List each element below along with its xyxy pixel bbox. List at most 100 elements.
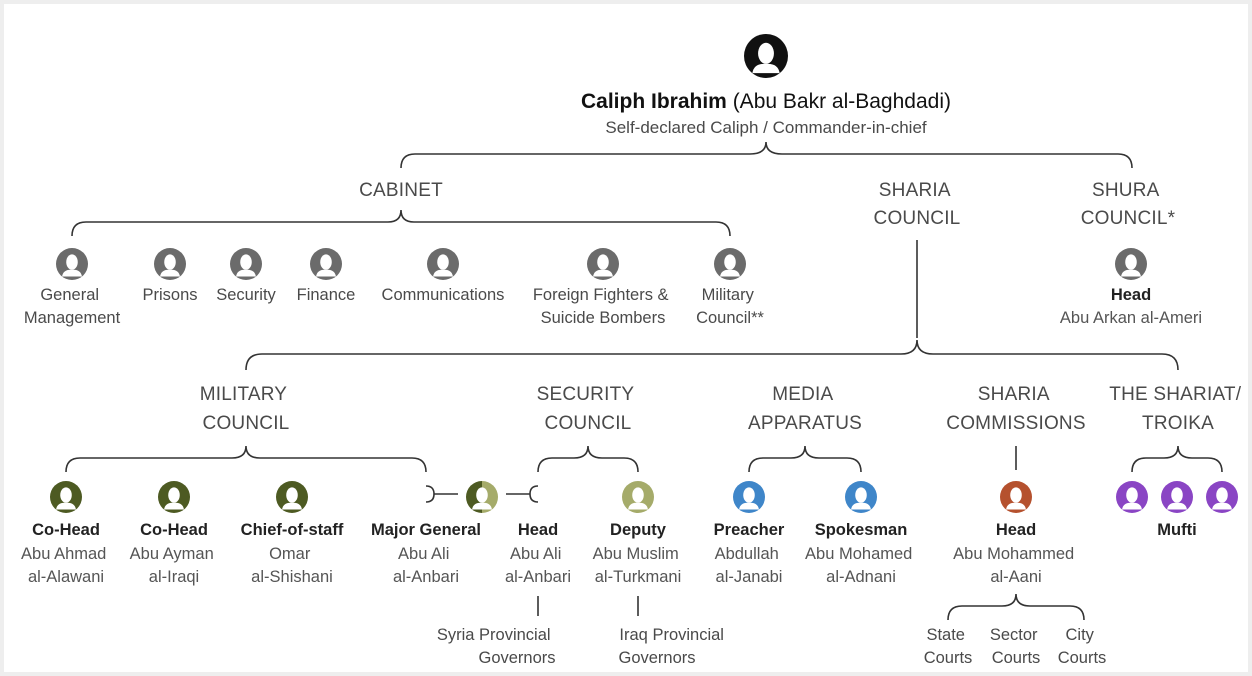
name-line: Abu Mohammed <box>953 545 1074 563</box>
troika-icon-3 <box>1206 481 1238 513</box>
syria-governors: Syria Provincial Governors <box>437 626 556 667</box>
major-general-role: Major General <box>371 521 481 539</box>
cabinet-icon-general-management <box>56 248 88 280</box>
security-deputy-name: Abu Muslim al-Turkmani <box>593 545 684 586</box>
name-line: Abu Mohamed <box>805 545 912 563</box>
military-council-header: MILITARY COUNCIL <box>200 384 293 434</box>
sharia-commissions-header-line-1: SHARIA <box>978 384 1050 405</box>
commissions-head-icon <box>1000 481 1032 513</box>
media-apparatus-header-line-2: APPARATUS <box>748 413 862 434</box>
leader-subtitle: Self-declared Caliph / Commander-in-chie… <box>605 118 927 137</box>
name-line: al-Alawani <box>28 568 104 586</box>
security-head-role: Head <box>518 521 558 539</box>
sharia-council-bracket <box>245 339 1179 371</box>
name-line: Abu Ayman <box>130 545 214 563</box>
sharia-council-header-line-1: SHARIA <box>879 180 951 201</box>
preacher-icon <box>733 481 765 513</box>
courts-line: Courts <box>1058 649 1107 667</box>
military-council-header-line-2: COUNCIL <box>203 413 290 434</box>
major-general-connector-right <box>506 485 539 503</box>
security-deputy-role: Deputy <box>610 521 667 539</box>
state-courts: State Courts <box>924 626 973 667</box>
cabinet-member-communications: Communications <box>382 286 505 304</box>
courts-line: State <box>926 626 965 644</box>
sharia-commissions-header-line-2: COMMISSIONS <box>946 413 1085 434</box>
shariat-troika-bracket <box>1131 445 1223 473</box>
name-line: al-Aani <box>990 568 1041 586</box>
spokesman-icon <box>845 481 877 513</box>
media-apparatus-header: MEDIA APPARATUS <box>748 384 862 434</box>
governors-line: Iraq Provincial <box>619 626 724 644</box>
spokesman-role: Spokesman <box>815 521 908 539</box>
chief-of-staff-icon <box>276 481 308 513</box>
co-head-1-icon <box>50 481 82 513</box>
iraq-governors: Iraq Provincial Governors <box>618 626 728 667</box>
cabinet-icon-finance <box>310 248 342 280</box>
org-chart: Caliph Ibrahim (Abu Bakr al-Baghdadi) Se… <box>21 34 1246 667</box>
name-line: Omar <box>269 545 311 563</box>
governors-line: Governors <box>618 649 695 667</box>
cabinet-icon-prisons <box>154 248 186 280</box>
security-council-header: SECURITY COUNCIL <box>537 384 640 434</box>
co-head-2-name: Abu Ayman al-Iraqi <box>130 545 219 586</box>
name-line: al-Iraqi <box>149 568 199 586</box>
governors-line: Governors <box>478 649 555 667</box>
cabinet-icon-foreign-fighters <box>587 248 619 280</box>
security-council-header-line-1: SECURITY <box>537 384 635 405</box>
commissions-head-role: Head <box>996 521 1036 539</box>
governors-line: Syria Provincial <box>437 626 551 644</box>
cabinet-member-line: Council** <box>696 309 764 327</box>
preacher-role: Preacher <box>714 521 785 539</box>
cabinet-icon-military-council <box>714 248 746 280</box>
shura-head-name: Abu Arkan al-Ameri <box>1060 309 1202 327</box>
cabinet-header: CABINET <box>359 180 443 201</box>
name-line: Abu Ali <box>398 545 449 563</box>
shura-council-header: SHURA COUNCIL* <box>1081 180 1176 229</box>
courts-line: Sector <box>990 626 1038 644</box>
cabinet-member-security: Security <box>216 286 276 304</box>
courts-line: Courts <box>924 649 973 667</box>
shariat-troika-header-line-1: THE SHARIAT/ <box>1109 384 1241 405</box>
courts-line: Courts <box>992 649 1041 667</box>
shariat-troika-header: THE SHARIAT/ TROIKA <box>1109 384 1246 434</box>
security-head-name: Abu Ali al-Anbari <box>505 545 571 586</box>
leader-bracket <box>400 141 1133 169</box>
co-head-1-name: Abu Ahmad al-Alawani <box>21 545 111 586</box>
major-general-icon <box>466 481 498 513</box>
commissions-head-name: Abu Mohammed al-Aani <box>953 545 1079 586</box>
sector-courts: Sector Courts <box>990 626 1042 667</box>
spokesman-name: Abu Mohamed al-Adnani <box>805 545 917 586</box>
leader-title: Caliph Ibrahim (Abu Bakr al-Baghdadi) <box>581 90 951 113</box>
leader-icon <box>744 34 788 78</box>
sharia-council-header: SHARIA COUNCIL <box>874 180 961 229</box>
shura-council-header-line-2: COUNCIL* <box>1081 208 1176 229</box>
name-line: Abu Ali <box>510 545 561 563</box>
leader-name-rest: (Abu Bakr al-Baghdadi) <box>727 90 951 113</box>
media-apparatus-bracket <box>748 445 862 473</box>
name-line: Abdullah <box>715 545 779 563</box>
name-line: al-Anbari <box>505 568 571 586</box>
major-general-connector-left <box>425 485 458 503</box>
media-apparatus-header-line-1: MEDIA <box>772 384 833 405</box>
courts-bracket <box>947 593 1085 621</box>
cabinet-icon-security <box>230 248 262 280</box>
military-council-header-line-1: MILITARY <box>200 384 288 405</box>
shariat-troika-header-line-2: TROIKA <box>1142 413 1214 434</box>
major-general-name: Abu Ali al-Anbari <box>393 545 459 586</box>
shura-head-icon <box>1115 248 1147 280</box>
courts-line: City <box>1065 626 1094 644</box>
chief-of-staff-role: Chief-of-staff <box>241 521 344 539</box>
name-line: al-Adnani <box>826 568 896 586</box>
cabinet-header-line: CABINET <box>359 180 443 201</box>
cabinet-member-line: Military <box>702 286 755 304</box>
city-courts: City Courts <box>1058 626 1107 667</box>
cabinet-member-line: Management <box>24 309 121 327</box>
troika-icon-1 <box>1116 481 1148 513</box>
cabinet-member-foreign-fighters: Foreign Fighters & Suicide Bombers <box>533 286 673 327</box>
sharia-council-header-line-2: COUNCIL <box>874 208 961 229</box>
cabinet-member-line: General <box>40 286 99 304</box>
co-head-2-icon <box>158 481 190 513</box>
cabinet-member-finance: Finance <box>297 286 356 304</box>
cabinet-member-line: Foreign Fighters & <box>533 286 669 304</box>
name-line: al-Anbari <box>393 568 459 586</box>
